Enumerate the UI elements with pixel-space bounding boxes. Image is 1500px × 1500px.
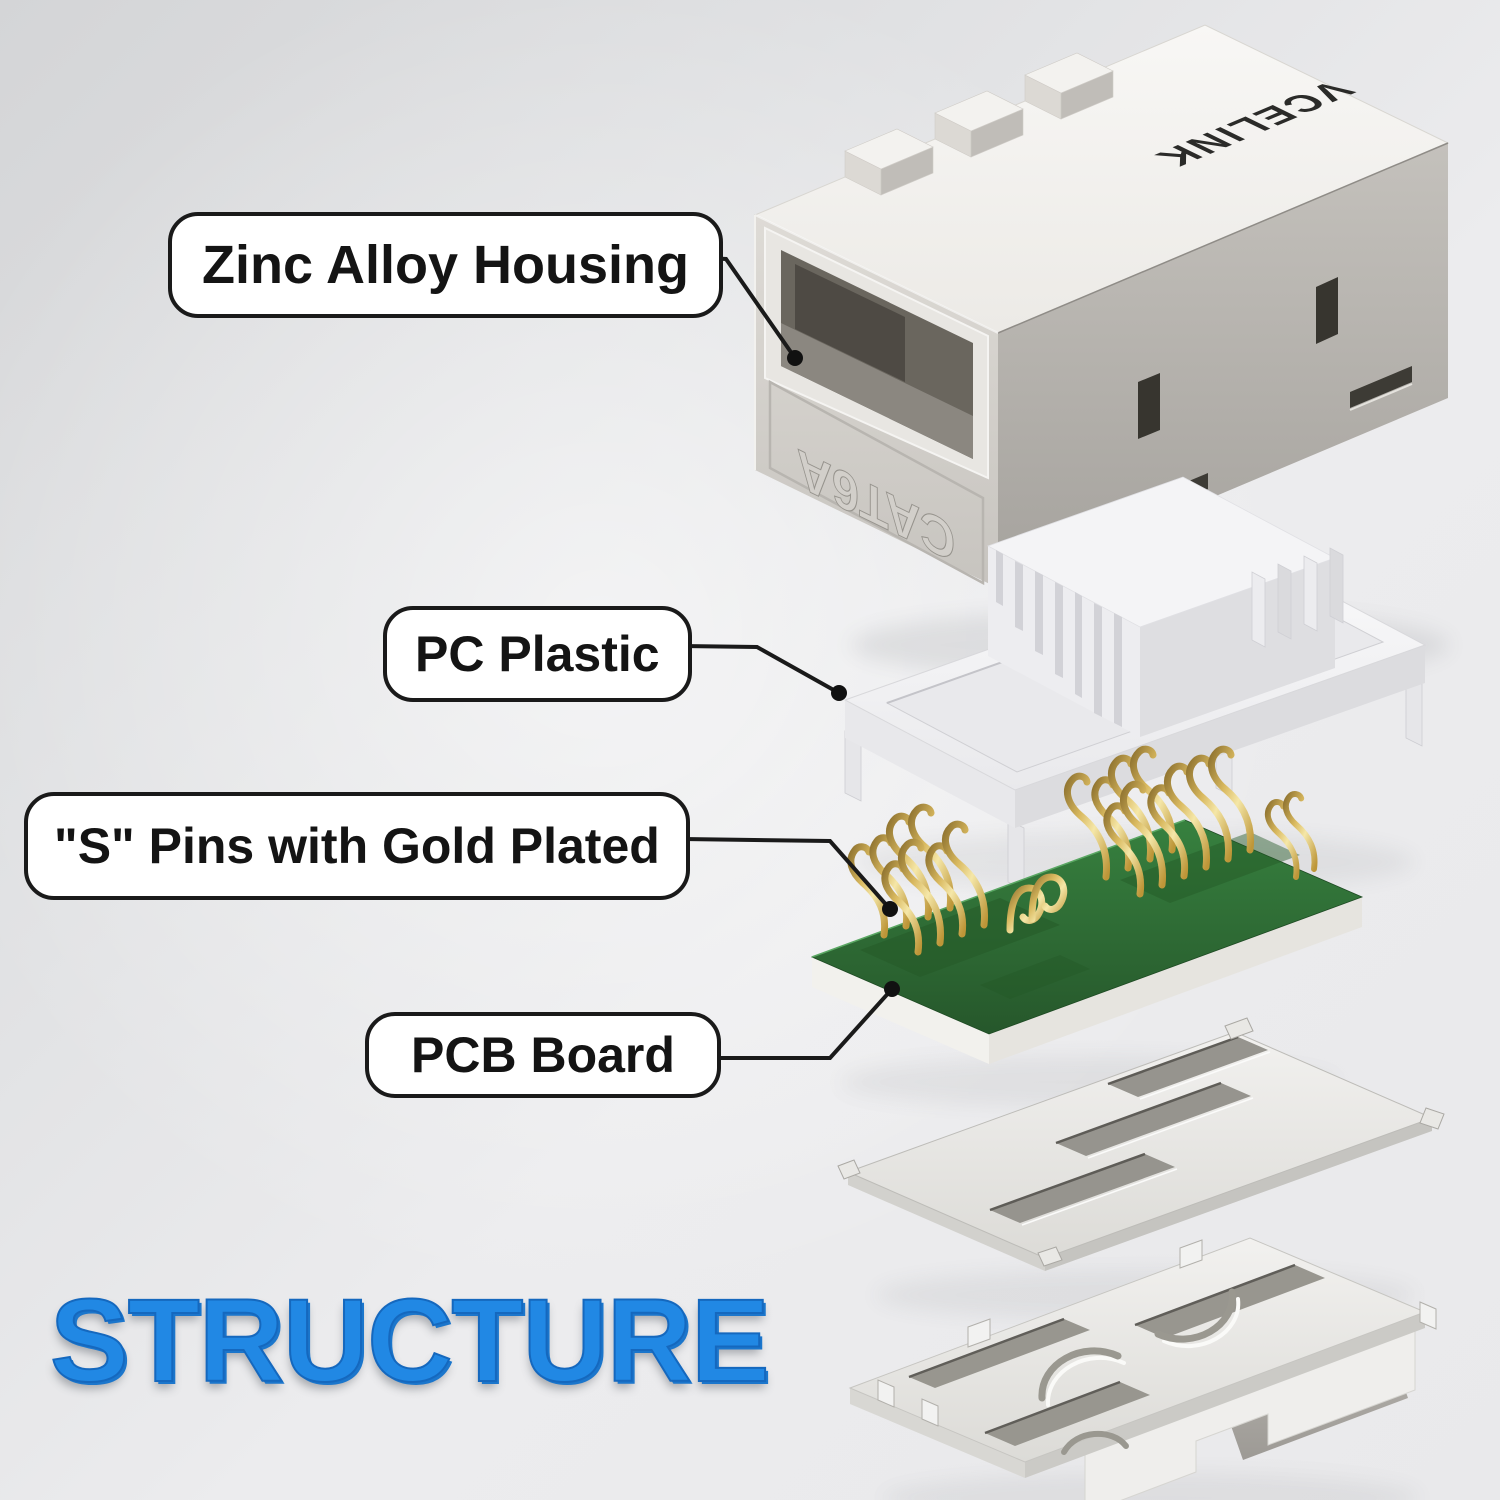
- callout-leader-lines: [681, 255, 900, 1060]
- leader-pins: [682, 837, 892, 911]
- pcb-substrate-right: [989, 897, 1362, 1064]
- structure-headline: STRUCTURE: [49, 1275, 771, 1407]
- pcb-substrate-front: [812, 957, 989, 1064]
- rj45-jack-opening: [764, 226, 989, 480]
- callout-pins-label: "S" Pins with Gold Plated: [54, 818, 660, 874]
- leader-dot-zinc: [787, 350, 803, 366]
- bottom-shield-bracket: [848, 1237, 1437, 1500]
- shield-plate-slots: [989, 1035, 1271, 1226]
- leader-dot-pins: [882, 901, 898, 917]
- callout-zinc-label: Zinc Alloy Housing: [202, 235, 690, 295]
- pc-plastic-insert: [843, 476, 1427, 891]
- callout-s-pins: "S" Pins with Gold Plated: [24, 792, 690, 900]
- shield-plate: [837, 1017, 1445, 1271]
- plastic-tray-side-front: [845, 700, 1015, 828]
- callout-plastic-label: PC Plastic: [415, 626, 660, 682]
- plastic-right-fins: [1251, 547, 1344, 648]
- leader-dot-pcb: [884, 981, 900, 997]
- shield-plate-corner-tabs: [837, 1017, 1445, 1267]
- callout-pcb-label: PCB Board: [411, 1027, 675, 1083]
- zinc-alloy-housing: VCELINK CAT6A: [753, 24, 1450, 588]
- callout-pcb-board: PCB Board: [365, 1012, 721, 1098]
- housing-right-face: [998, 143, 1448, 588]
- bracket-clip-tabs: [877, 1239, 1437, 1427]
- bracket-skirt: [1084, 1323, 1416, 1500]
- plastic-comb-fins: [996, 550, 1122, 727]
- callout-zinc-alloy-housing: Zinc Alloy Housing: [168, 212, 724, 318]
- pcb-with-pins: [810, 749, 1364, 1064]
- callout-pc-plastic: PC Plastic: [383, 606, 692, 702]
- housing-clips: [844, 52, 1114, 196]
- leader-dot-plastic: [831, 685, 847, 701]
- leader-pcb: [688, 987, 894, 1060]
- bracket-arc-cutouts: [1038, 1288, 1241, 1455]
- leader-plastic: [681, 644, 840, 695]
- cat6a-panel: [768, 379, 985, 586]
- plastic-tray-side-right: [1015, 645, 1425, 828]
- plastic-legs: [844, 675, 1423, 891]
